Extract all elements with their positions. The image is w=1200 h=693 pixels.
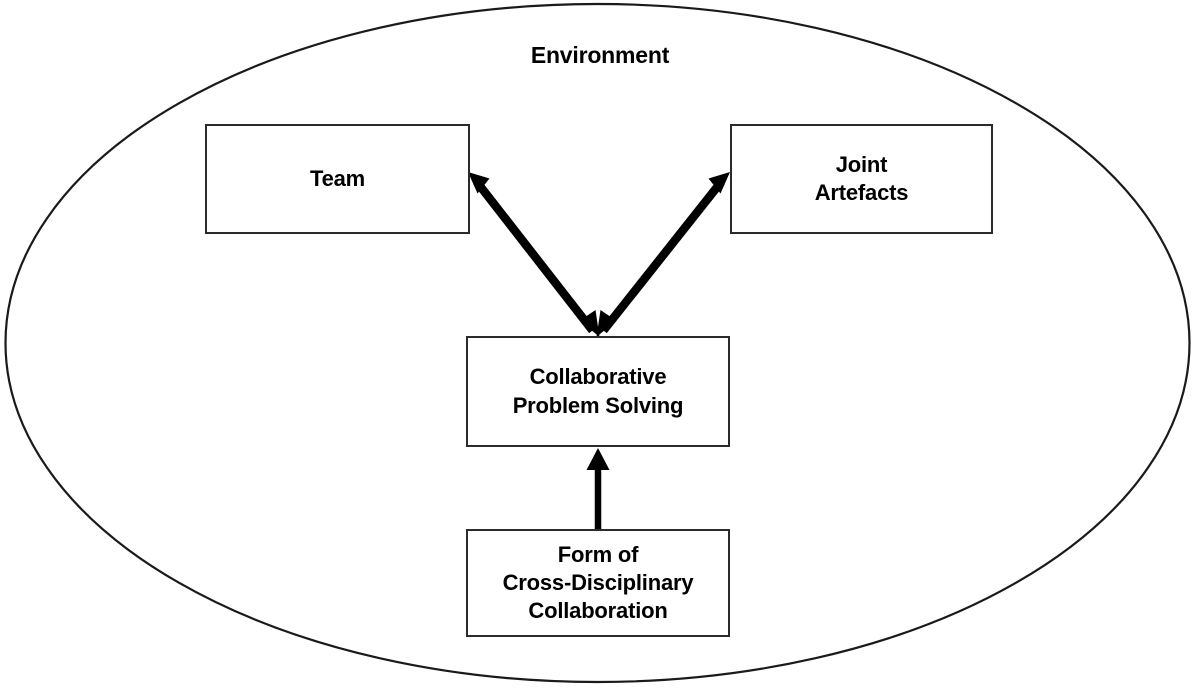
edge-cps-joint-artefacts	[596, 172, 730, 337]
node-team-label: Team	[309, 165, 366, 191]
node-form-of-cross-disciplinary-collaboration-label: Form of Cross-Disciplinary Collaboration	[502, 541, 694, 624]
node-collaborative-problem-solving[interactable]: Collaborative Problem Solving	[466, 336, 730, 447]
edge-form-cps	[586, 448, 610, 529]
node-joint-artefacts-label: Joint Artefacts	[814, 151, 909, 205]
node-collaborative-problem-solving-label: Collaborative Problem Solving	[512, 364, 684, 418]
node-team[interactable]: Team	[205, 124, 470, 234]
node-joint-artefacts[interactable]: Joint Artefacts	[730, 124, 993, 234]
node-form-of-cross-disciplinary-collaboration[interactable]: Form of Cross-Disciplinary Collaboration	[466, 529, 730, 637]
environment-label: Environment	[530, 42, 670, 68]
edge-cps-team	[468, 172, 600, 337]
